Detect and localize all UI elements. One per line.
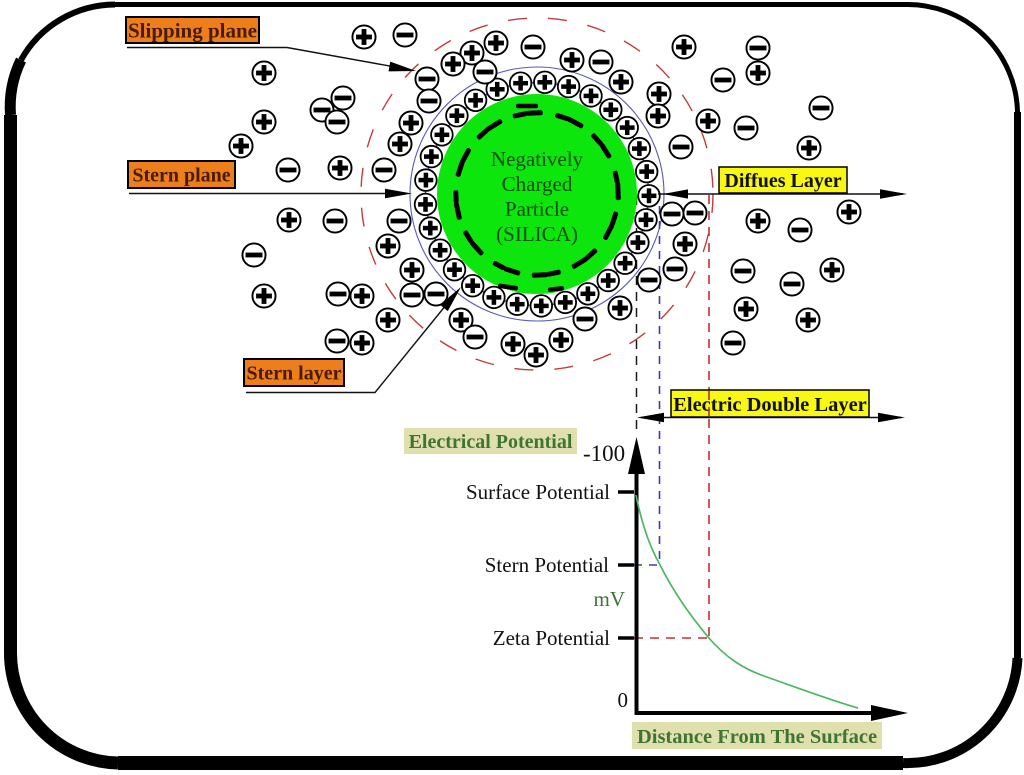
svg-text:Distance From The Surface: Distance From The Surface (637, 726, 877, 748)
svg-text:0: 0 (618, 688, 629, 712)
svg-text:Negatively: Negatively (491, 147, 584, 171)
svg-text:Zeta Potential: Zeta Potential (493, 626, 610, 650)
svg-text:Charged: Charged (502, 172, 573, 196)
svg-text:-100: -100 (583, 441, 625, 466)
svg-text:Diffues Layer: Diffues Layer (724, 170, 841, 192)
svg-text:Stern Potential: Stern Potential (485, 553, 609, 577)
svg-text:mV: mV (594, 587, 626, 611)
svg-text:(SILICA): (SILICA) (496, 222, 578, 246)
svg-text:Particle: Particle (505, 197, 569, 221)
svg-text:Electrical Potential: Electrical Potential (409, 431, 573, 453)
svg-text:Electric Double Layer: Electric Double Layer (673, 394, 867, 416)
svg-text:Stern plane: Stern plane (132, 165, 230, 187)
svg-text:Slipping plane: Slipping plane (128, 19, 257, 43)
svg-text:Surface Potential: Surface Potential (466, 480, 610, 504)
svg-text:Stern layer: Stern layer (247, 363, 342, 385)
